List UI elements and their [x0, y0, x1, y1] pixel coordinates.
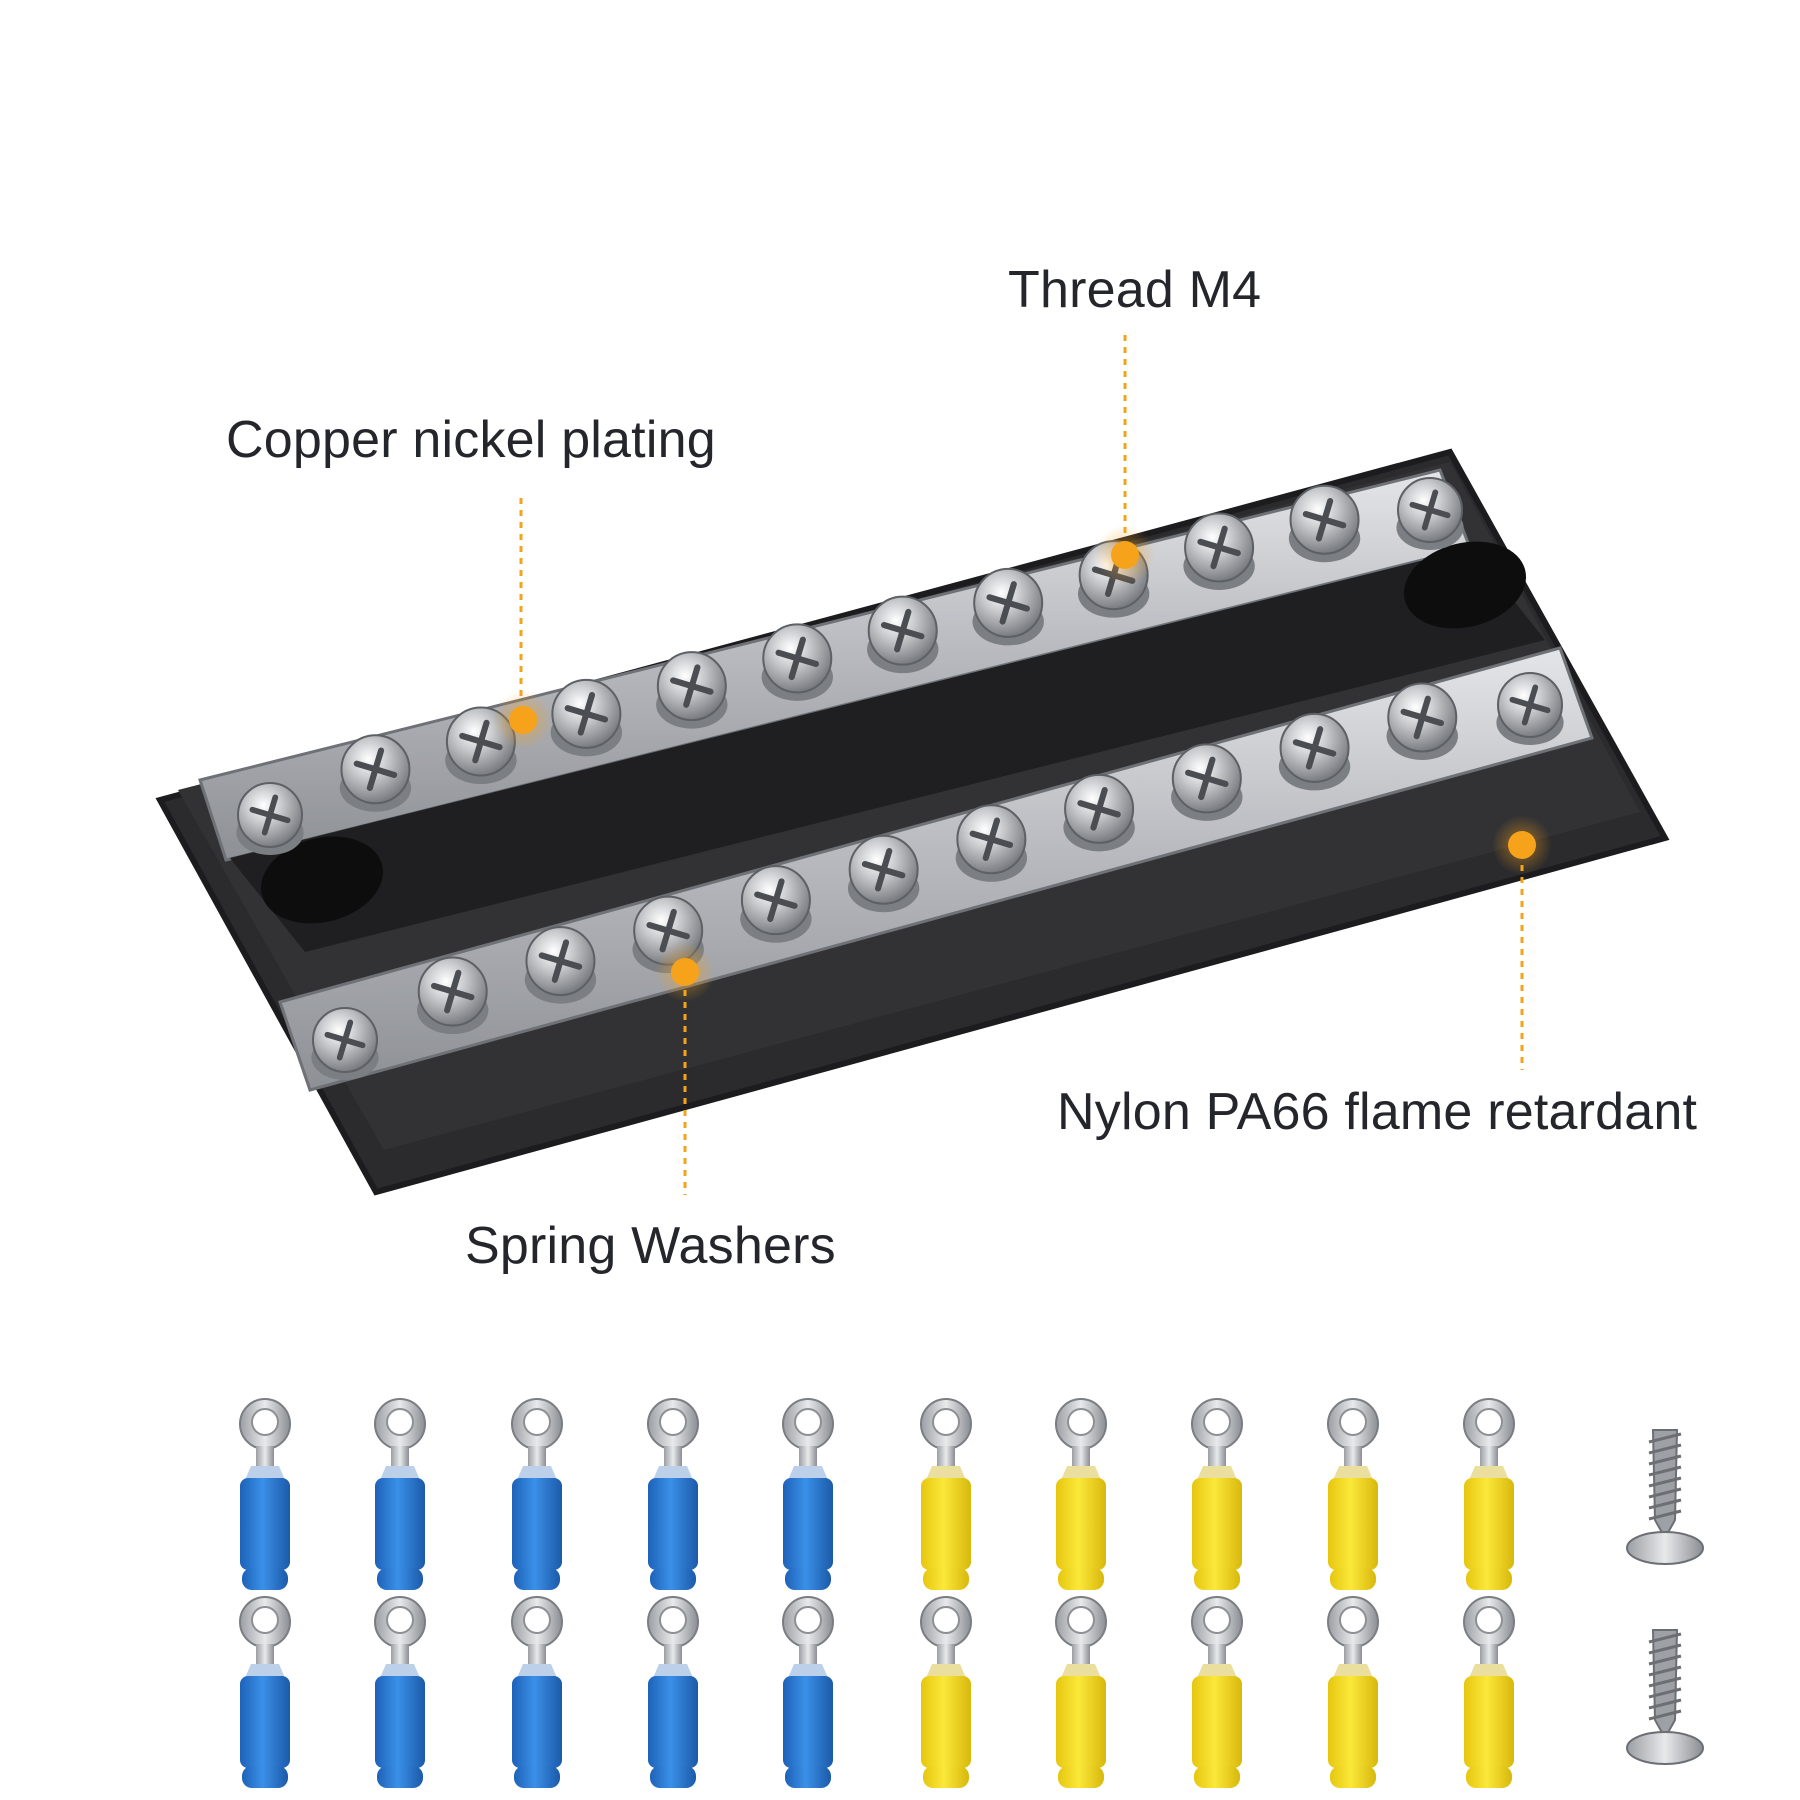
- terminal-stud: [1386, 682, 1458, 760]
- blue-ring-terminal: [239, 1398, 291, 1590]
- terminal-stud: [740, 865, 812, 943]
- yellow-ring-terminal: [920, 1398, 972, 1590]
- mounting-hole-left: [260, 836, 384, 924]
- terminal-stud: [1171, 743, 1243, 821]
- blue-ring-terminal: [647, 1596, 699, 1788]
- yellow-ring-terminal: [1191, 1596, 1243, 1788]
- blue-ring-terminal: [782, 1398, 834, 1590]
- terminal-stud: [867, 595, 939, 674]
- terminal-stud: [1063, 773, 1135, 852]
- blue-ring-terminal: [647, 1398, 699, 1590]
- terminal-stud: [1278, 712, 1351, 791]
- self-tapping-screw: [1626, 1629, 1704, 1765]
- ring-terminals: [239, 1398, 1515, 1788]
- front-row-screws: [311, 672, 1564, 1080]
- terminal-stud: [656, 651, 728, 729]
- blue-ring-terminal: [782, 1596, 834, 1788]
- yellow-ring-terminal: [920, 1596, 972, 1788]
- corner-screw: [311, 1007, 379, 1080]
- terminal-stud: [339, 734, 412, 812]
- yellow-ring-terminal: [1055, 1596, 1107, 1788]
- corner-screw: [236, 782, 304, 855]
- terminal-stud: [417, 956, 489, 1035]
- terminal-stud: [761, 623, 833, 701]
- terminal-stud: [847, 834, 920, 913]
- center-divider: [230, 548, 1545, 952]
- terminal-stud: [1183, 512, 1255, 590]
- corner-screw: [1396, 477, 1464, 550]
- blue-ring-terminal: [511, 1596, 563, 1788]
- yellow-ring-terminal: [1463, 1596, 1515, 1788]
- blue-ring-terminal: [374, 1398, 426, 1590]
- yellow-ring-terminal: [1191, 1398, 1243, 1590]
- terminal-stud: [1288, 484, 1361, 563]
- blue-ring-terminal: [239, 1596, 291, 1788]
- marker-dot-washers: [671, 958, 699, 986]
- bus-bar-block: [155, 448, 1670, 1196]
- blue-ring-terminal: [374, 1596, 426, 1788]
- yellow-ring-terminal: [1327, 1398, 1379, 1590]
- terminal-stud: [550, 678, 623, 757]
- callout-markers: [493, 335, 1552, 1195]
- terminal-stud: [955, 804, 1028, 882]
- marker-dot-thread: [1111, 541, 1139, 569]
- callout-nylon: Nylon PA66 flame retardant: [1057, 1083, 1698, 1141]
- callout-copper: Copper nickel plating: [226, 411, 716, 469]
- callout-washers: Spring Washers: [465, 1217, 836, 1275]
- back-row-screws: [236, 477, 1464, 855]
- corner-screw: [1496, 672, 1564, 745]
- blue-ring-terminal: [511, 1398, 563, 1590]
- yellow-ring-terminal: [1327, 1596, 1379, 1788]
- callout-thread: Thread M4: [1008, 261, 1262, 319]
- marker-dot-copper: [509, 706, 537, 734]
- yellow-ring-terminal: [1463, 1398, 1515, 1590]
- marker-dot-nylon: [1508, 831, 1536, 859]
- self-tapping-screws: [1626, 1429, 1704, 1765]
- terminal-stud: [972, 567, 1044, 646]
- terminal-stud: [524, 926, 597, 1004]
- yellow-ring-terminal: [1055, 1398, 1107, 1590]
- front-metal-strip: [278, 646, 1594, 1092]
- mounting-hole-right: [1403, 541, 1527, 629]
- self-tapping-screw: [1626, 1429, 1704, 1565]
